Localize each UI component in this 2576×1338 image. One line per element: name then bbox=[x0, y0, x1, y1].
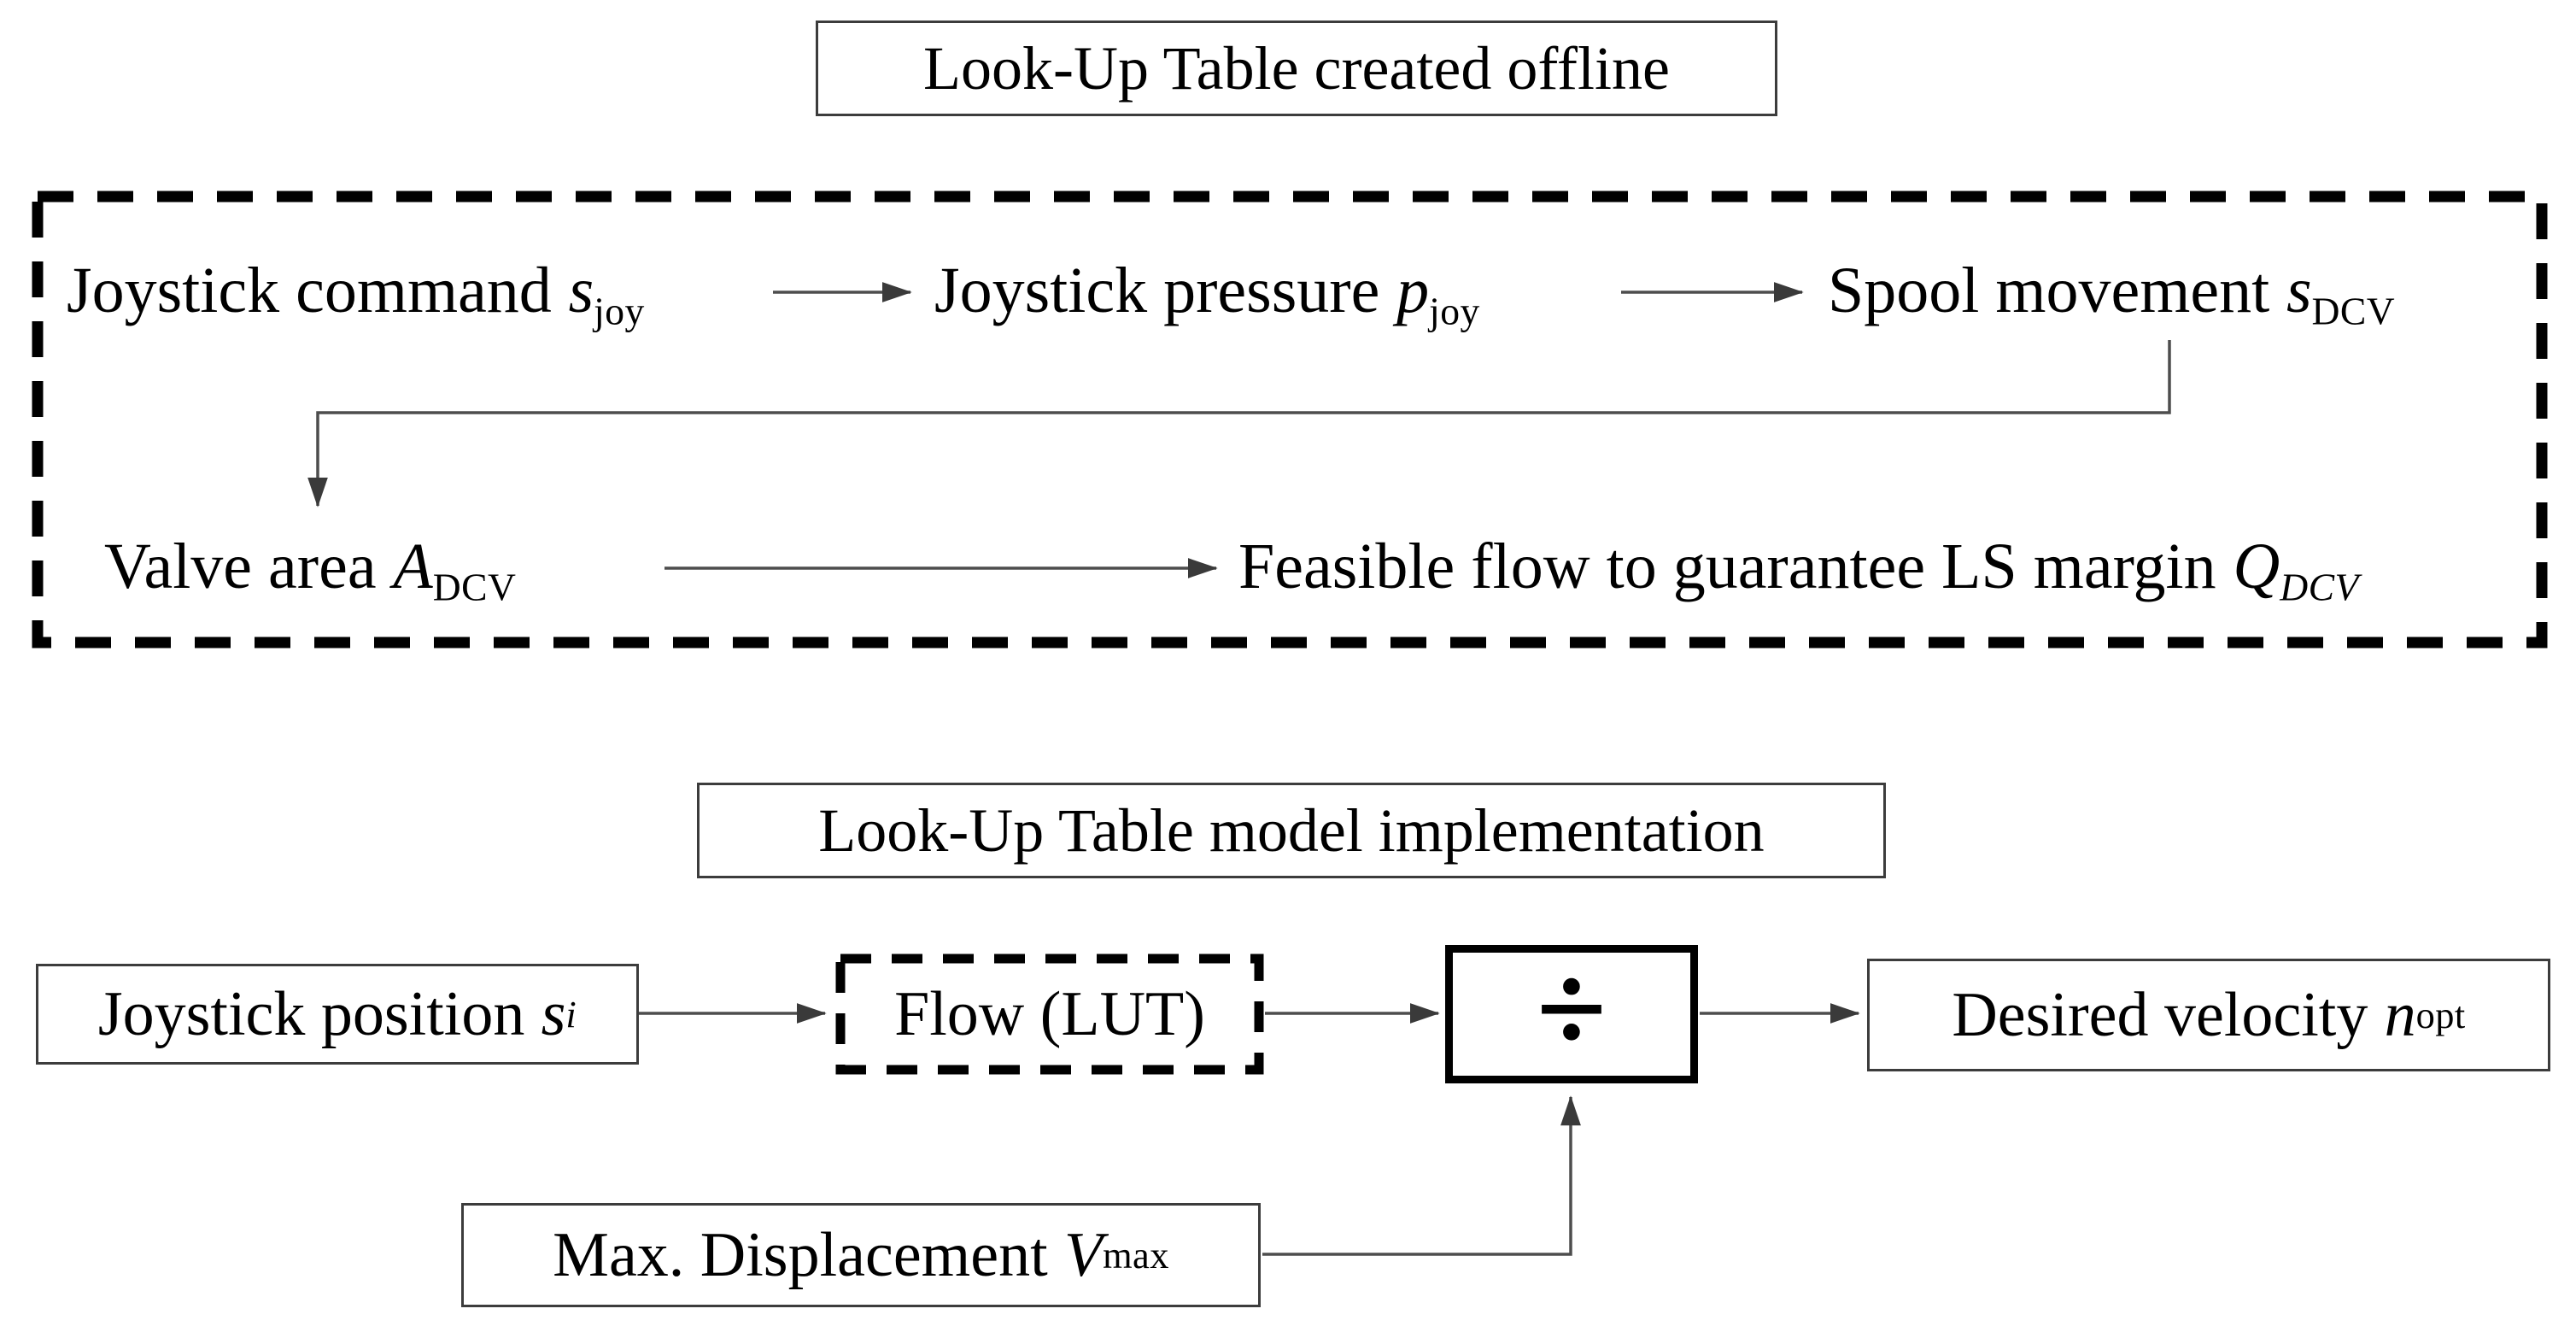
joystick-position-var: s bbox=[541, 978, 566, 1049]
valve-area-sub: DCV bbox=[432, 565, 517, 609]
spool-movement-label: Spool movement bbox=[1828, 255, 2270, 326]
offline-title: Look-Up Table created offline bbox=[923, 33, 1670, 103]
joystick-command-label: Joystick command bbox=[67, 255, 552, 326]
max-displacement-var: V bbox=[1063, 1219, 1104, 1290]
joystick-position-label: Joystick position bbox=[97, 978, 525, 1049]
feasible-flow-label: Feasible flow to guarantee LS margin bbox=[1238, 531, 2216, 602]
spool-movement-var: s bbox=[2286, 255, 2312, 326]
arrow-spool-to-valve-elbow bbox=[307, 340, 2171, 508]
arrow-maxdisp-to-divide-elbow bbox=[1262, 1095, 1581, 1256]
max-displacement-sub: max bbox=[1103, 1234, 1169, 1276]
max-displacement-label: Max. Displacement bbox=[553, 1219, 1048, 1290]
joystick-position-sub: i bbox=[565, 993, 577, 1036]
joystick-pressure-label: Joystick pressure bbox=[934, 255, 1380, 326]
joystick-pressure-var: p bbox=[1396, 255, 1430, 326]
valve-area-var: A bbox=[393, 531, 433, 602]
flow-lut-dashed-frame bbox=[835, 954, 1264, 1075]
implementation-title: Look-Up Table model implementation bbox=[818, 795, 1765, 865]
implementation-title-box: Look-Up Table model implementation bbox=[697, 783, 1886, 878]
flow-lut-box: Flow (LUT) bbox=[840, 959, 1259, 1070]
feasible-flow-sub: DCV bbox=[2280, 565, 2359, 609]
desired-velocity-label: Desired velocity bbox=[1952, 979, 2368, 1050]
joystick-pressure-sub: joy bbox=[1429, 289, 1480, 333]
desired-velocity-var: n bbox=[2384, 979, 2416, 1050]
divide-symbol: ÷ bbox=[1536, 938, 1607, 1080]
joystick-command-var: s bbox=[568, 255, 594, 326]
valve-area-label: Valve area bbox=[104, 531, 377, 602]
divide-block: ÷ bbox=[1445, 945, 1698, 1083]
feasible-flow-var: Q bbox=[2233, 531, 2280, 602]
joystick-command-sub: joy bbox=[594, 289, 645, 333]
offline-title-box: Look-Up Table created offline bbox=[816, 21, 1777, 116]
desired-velocity-sub: opt bbox=[2415, 994, 2466, 1036]
spool-movement-sub: DCV bbox=[2311, 289, 2396, 333]
offline-dashed-frame bbox=[32, 191, 2548, 648]
flow-lut-label: Flow (LUT) bbox=[894, 978, 1205, 1049]
